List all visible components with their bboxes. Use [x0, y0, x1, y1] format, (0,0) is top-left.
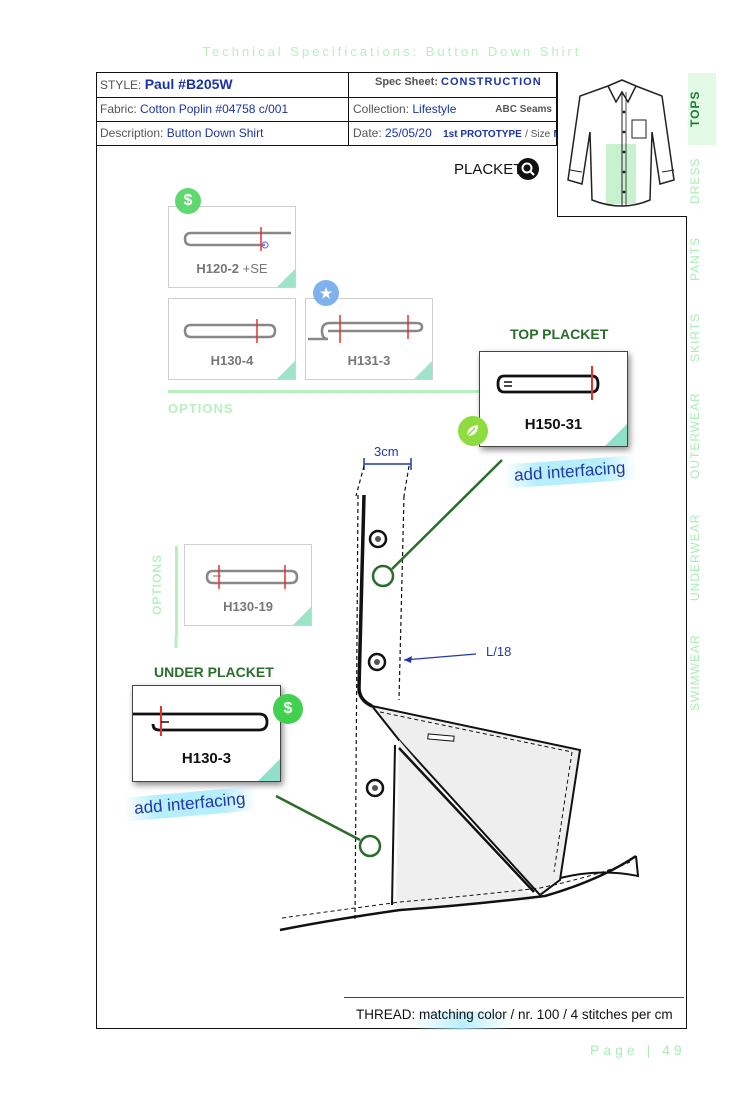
thread-highlight: [412, 1012, 512, 1030]
star-icon: ★: [313, 280, 339, 306]
description-cell: Description: Button Down Shirt: [96, 122, 349, 146]
thread-divider: [344, 997, 684, 998]
width-measurement: 3cm: [374, 444, 399, 459]
page-label: Page: [590, 1042, 639, 1058]
card-code: H130-4: [210, 353, 254, 368]
style-value: Paul #B205W: [144, 76, 233, 92]
card-corner: [277, 269, 295, 287]
under-placket-title: UNDER PLACKET: [154, 664, 274, 680]
size-label: / Size: [525, 129, 551, 140]
seam-diagram: [205, 565, 299, 589]
options-label: OPTIONS: [168, 401, 234, 416]
button-icon: [368, 529, 388, 549]
placket-heading: PLACKET: [454, 161, 523, 178]
dollar-icon: $: [273, 694, 303, 724]
fabric-label: Fabric:: [100, 102, 137, 116]
page-number: 49: [662, 1042, 686, 1058]
description-label: Description:: [100, 126, 164, 140]
top-placket-callout-line: [391, 459, 503, 570]
spec-value: CONSTRUCTION: [441, 76, 542, 88]
under-placket-card[interactable]: H130-3: [132, 685, 281, 782]
card-code: H131-3: [347, 353, 391, 368]
spec-label: Spec Sheet:: [375, 76, 438, 88]
card-code: H120-2: [196, 261, 240, 276]
options-divider-vertical: [175, 546, 178, 636]
top-placket-title: TOP PLACKET: [510, 326, 609, 342]
thread-note: THREAD: matching color / nr. 100 / 4 sti…: [356, 1007, 673, 1022]
option-card-h120-2[interactable]: H120-2 +SE: [168, 206, 296, 288]
leaf-icon: [458, 416, 488, 446]
description-value: Button Down Shirt: [166, 126, 264, 140]
seam-arrow: [403, 653, 477, 661]
spec-sheet-cell: Spec Sheet: CONSTRUCTION: [349, 72, 557, 98]
collection-value: Lifestyle: [412, 102, 457, 116]
card-corner: [258, 759, 280, 781]
collection-label: Collection:: [353, 102, 410, 116]
fabric-value: Cotton Poplin #04758 c/001: [140, 102, 289, 116]
style-cell: STYLE: Paul #B205W: [96, 72, 349, 98]
card-code: H130-19: [223, 599, 273, 614]
options-divider: [168, 390, 480, 393]
button-icon: [365, 778, 385, 798]
seam-diagram: [133, 706, 269, 736]
card-corner: [277, 361, 295, 379]
card-corner: [414, 361, 432, 379]
document-title: Technical Specifications: Button Down Sh…: [202, 44, 582, 59]
seam-diagram: [183, 227, 291, 251]
spec-sheet-frame: [96, 72, 687, 1029]
page-footer: Page | 49: [590, 1042, 686, 1058]
style-label: STYLE:: [100, 78, 142, 92]
magnifier-icon[interactable]: [517, 158, 539, 180]
dollar-icon: $: [175, 188, 201, 214]
date-cell: Date: 25/05/20 1st PROTOTYPE / Size M: [349, 122, 557, 146]
button-icon: [367, 652, 387, 672]
date-label: Date:: [353, 126, 382, 140]
shirt-thumbnail: [567, 79, 675, 207]
collection-cell: Collection: Lifestyle ABC Seams: [349, 98, 557, 122]
under-placket-callout-marker: [358, 834, 382, 858]
seam-diagram: [183, 319, 277, 343]
card-suffix: +SE: [242, 261, 268, 276]
under-placket-code: H130-3: [181, 750, 232, 767]
shirt-thumbnail-box: [557, 72, 687, 217]
fabric-cell: Fabric: Cotton Poplin #04758 c/001: [96, 98, 349, 122]
option-card-h130-19[interactable]: H130-19: [184, 544, 312, 626]
under-placket-callout-line: [275, 794, 361, 842]
size-value: M: [554, 129, 556, 140]
date-value: 25/05/20: [385, 126, 432, 140]
top-placket-card[interactable]: H150-31: [479, 351, 628, 447]
card-corner: [293, 607, 311, 625]
option-card-h130-4[interactable]: H130-4: [168, 298, 296, 380]
prototype-label: 1st PROTOTYPE: [443, 129, 522, 140]
page-separator: |: [646, 1042, 655, 1058]
collection-note: ABC Seams: [495, 104, 552, 115]
top-placket-callout-marker: [371, 564, 395, 588]
seam-diagram: [308, 315, 424, 343]
card-corner: [605, 424, 627, 446]
option-card-h131-3[interactable]: H131-3: [305, 298, 433, 380]
top-placket-code: H150-31: [524, 416, 583, 433]
seam-measurement: L/18: [486, 644, 512, 659]
seam-diagram: [496, 366, 600, 400]
